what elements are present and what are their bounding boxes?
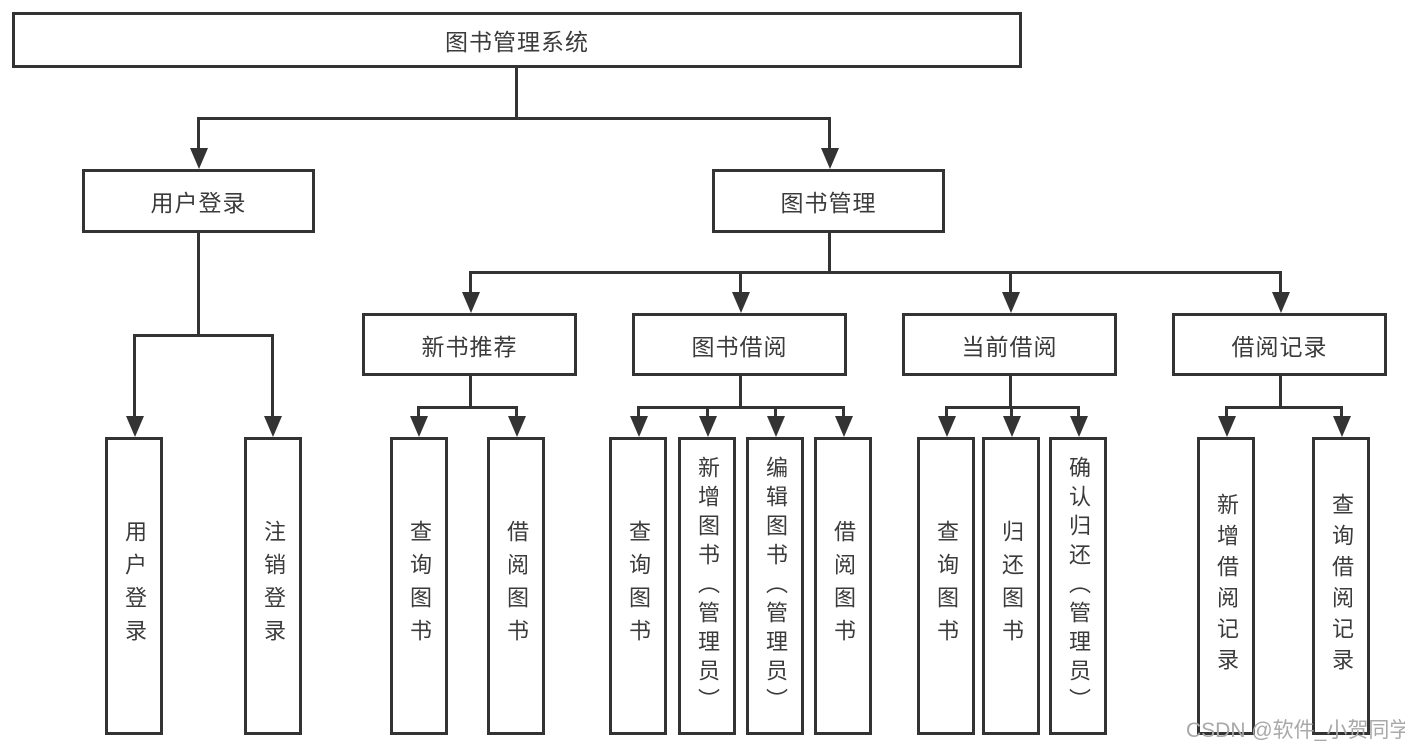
- arrowhead-down-icon: [1272, 292, 1290, 313]
- edge-line: [945, 406, 948, 418]
- node-leaf-add-book: 新增图书（管理员）: [678, 437, 736, 735]
- node-leaf-user-login: 用户登录: [105, 437, 163, 735]
- node-new-book-rec: 新书推荐: [362, 313, 577, 376]
- arrowhead-down-icon: [1333, 416, 1351, 437]
- node-label: 借阅图书: [504, 520, 529, 652]
- node-book-borrow: 图书借阅: [632, 313, 847, 376]
- edge-line: [197, 117, 831, 120]
- arrowhead-down-icon: [1070, 416, 1088, 437]
- node-label: 归还图书: [999, 520, 1024, 652]
- csdn-watermark: CSDN @软件_小贺同学: [1186, 719, 1405, 742]
- edge-line: [1225, 406, 1228, 418]
- node-user-login: 用户登录: [82, 169, 315, 233]
- arrowhead-down-icon: [1218, 416, 1236, 437]
- node-label: 注销登录: [261, 520, 286, 652]
- edge-line: [842, 406, 845, 418]
- edge-line: [706, 406, 709, 418]
- node-label: 编辑图书（管理员）: [763, 455, 788, 717]
- edge-line: [1279, 376, 1282, 409]
- arrowhead-down-icon: [126, 416, 144, 437]
- node-label: 当前借阅: [961, 333, 1058, 360]
- arrowhead-down-icon: [732, 292, 750, 313]
- arrowhead-down-icon: [462, 292, 480, 313]
- arrowhead-down-icon: [1003, 416, 1021, 437]
- node-leaf-logout: 注销登录: [244, 437, 302, 735]
- node-label: 用户登录: [150, 190, 247, 216]
- node-label: 新书推荐: [421, 333, 518, 360]
- edge-line: [1279, 271, 1282, 294]
- node-label: 查询图书: [934, 520, 959, 652]
- edge-line: [739, 271, 742, 294]
- edge-line: [828, 117, 831, 150]
- node-leaf-confirm-return: 确认归还（管理员）: [1049, 437, 1107, 735]
- node-label: 查询图书: [626, 520, 651, 652]
- node-current-borrow: 当前借阅: [902, 313, 1117, 376]
- edge-line: [1340, 406, 1343, 418]
- edge-line: [271, 334, 274, 418]
- arrowhead-down-icon: [190, 148, 208, 169]
- node-leaf-return-book: 归还图书: [982, 437, 1040, 735]
- edge-line: [828, 233, 831, 274]
- edge-line: [1010, 406, 1013, 418]
- edge-line: [417, 406, 420, 418]
- arrowhead-down-icon: [821, 148, 839, 169]
- node-leaf-borrow-book-1: 借阅图书: [487, 437, 545, 735]
- node-borrow-records: 借阅记录: [1172, 313, 1387, 376]
- edge-line: [469, 271, 1282, 274]
- arrowhead-down-icon: [630, 416, 648, 437]
- edge-line: [1009, 376, 1012, 409]
- node-label: 图书管理系统: [445, 29, 589, 55]
- node-leaf-query-record: 查询借阅记录: [1312, 437, 1370, 735]
- node-leaf-query-book-1: 查询图书: [390, 437, 448, 735]
- edge-line: [515, 406, 518, 418]
- edge-line: [133, 334, 136, 418]
- arrowhead-down-icon: [1002, 292, 1020, 313]
- node-label: 新增借阅记录: [1214, 493, 1239, 679]
- node-label: 新增图书（管理员）: [695, 455, 720, 717]
- edge-line: [197, 117, 200, 150]
- edge-line: [1225, 406, 1343, 409]
- arrowhead-down-icon: [264, 416, 282, 437]
- arrowhead-down-icon: [410, 416, 428, 437]
- edge-line: [469, 271, 472, 294]
- node-label: 图书管理: [780, 190, 877, 216]
- node-label: 查询图书: [407, 520, 432, 652]
- arrowhead-down-icon: [699, 416, 717, 437]
- node-label: 图书借阅: [691, 333, 788, 360]
- edge-line: [637, 406, 845, 409]
- node-label: 查询借阅记录: [1329, 493, 1354, 679]
- arrowhead-down-icon: [767, 416, 785, 437]
- edge-line: [417, 406, 518, 409]
- node-label: 借阅记录: [1231, 333, 1328, 360]
- node-book-mgmt: 图书管理: [712, 169, 945, 233]
- edge-line: [1077, 406, 1080, 418]
- arrowhead-down-icon: [508, 416, 526, 437]
- node-label: 用户登录: [122, 520, 147, 652]
- node-root: 图书管理系统: [12, 12, 1022, 68]
- node-leaf-query-book-2: 查询图书: [609, 437, 667, 735]
- edge-line: [1009, 271, 1012, 294]
- edge-line: [133, 334, 274, 337]
- arrowhead-down-icon: [835, 416, 853, 437]
- node-leaf-query-book-3: 查询图书: [917, 437, 975, 735]
- edge-line: [637, 406, 640, 418]
- node-label: 确认归还（管理员）: [1066, 455, 1091, 717]
- node-label: 借阅图书: [831, 520, 856, 652]
- arrowhead-down-icon: [938, 416, 956, 437]
- node-leaf-borrow-book-2: 借阅图书: [814, 437, 872, 735]
- edge-line: [197, 233, 200, 337]
- edge-line: [774, 406, 777, 418]
- edge-line: [469, 376, 472, 409]
- node-leaf-edit-book: 编辑图书（管理员）: [746, 437, 804, 735]
- edge-line: [515, 68, 518, 118]
- node-leaf-add-record: 新增借阅记录: [1197, 437, 1255, 735]
- edge-line: [739, 376, 742, 409]
